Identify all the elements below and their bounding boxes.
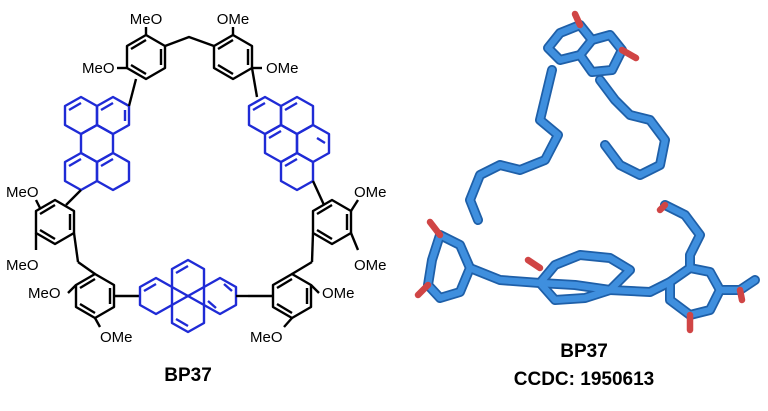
benzene-ring <box>67 261 140 328</box>
pyrene-unit <box>247 67 331 206</box>
methoxy-label: OMe <box>354 257 387 274</box>
methoxy-label: OMe <box>266 60 299 77</box>
benzene-ring <box>117 27 167 81</box>
methoxy-label: OMe <box>322 285 355 302</box>
crystal-caption-ccdc: CCDC: 1950613 <box>514 369 654 390</box>
methoxy-label: MeO <box>28 285 61 302</box>
methoxy-label: OMe <box>354 184 387 201</box>
benzene-ring <box>310 198 360 263</box>
benzene-ring <box>248 260 320 328</box>
structure-caption: BP37 <box>164 365 212 386</box>
methoxy-label: MeO <box>130 11 163 28</box>
methoxy-label: MeO <box>250 329 283 346</box>
oxygen-atoms <box>414 10 746 334</box>
methoxy-label: MeO <box>82 60 115 77</box>
crystal-caption-name: BP37 <box>560 341 608 362</box>
carbon-bonds <box>424 21 759 319</box>
methoxy-label: MeO <box>6 184 39 201</box>
benzene-ring <box>34 198 80 263</box>
crystal-structure-model: BP37 CCDC: 1950613 <box>414 10 760 390</box>
methoxy-label: MeO <box>6 257 39 274</box>
pyrene-unit <box>138 258 248 334</box>
methoxy-label: OMe <box>100 329 133 346</box>
chemical-structure: MeO OMe MeO OMe MeO MeO OMe OMe MeO OMe … <box>6 11 387 386</box>
pyrene-unit <box>63 78 138 206</box>
methoxy-label: OMe <box>217 11 250 28</box>
benzene-ring <box>212 27 262 81</box>
